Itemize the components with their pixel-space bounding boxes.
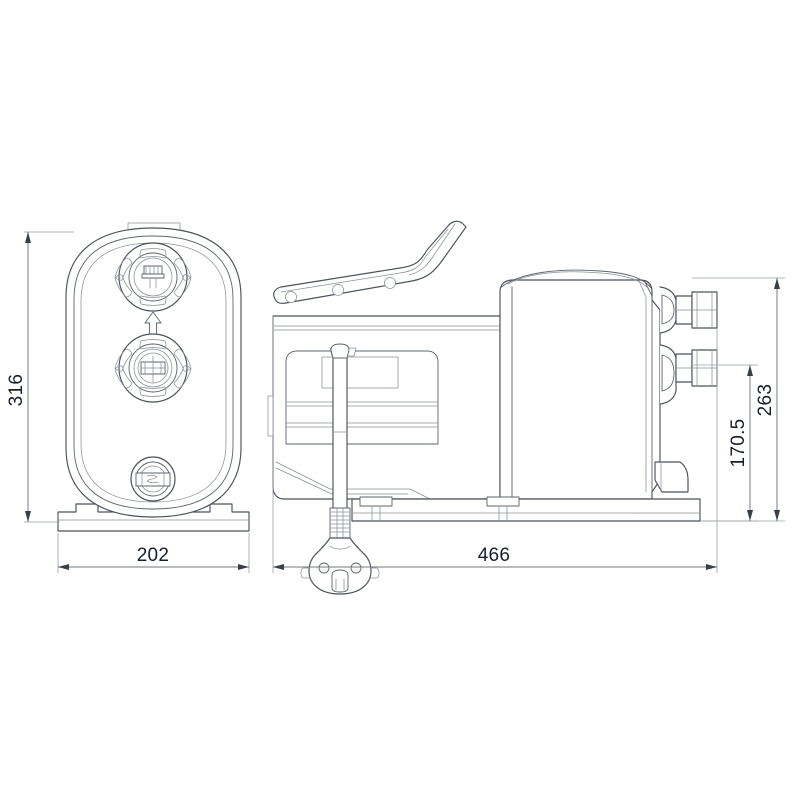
side-base-plate: [351, 496, 701, 522]
side-body-left-tab: [267, 395, 274, 437]
mounting-foot-right-post: [498, 505, 508, 522]
discharge-port: [114, 242, 192, 312]
suction-port-inner-ring: [133, 348, 173, 388]
lower-port-bracket-inner: [661, 354, 675, 392]
dim-466-arrow-left: [273, 564, 284, 570]
front-body-inner-line-2: [80, 242, 227, 503]
drain-port-slot-lines: [141, 472, 165, 487]
front-body-inner-line-1: [73, 235, 234, 510]
suction-port-slots: [114, 339, 192, 397]
side-motor-housing-seam-right: [644, 281, 653, 493]
side-motor-top-cap-2: [507, 271, 649, 289]
suction-port-inner-ring-2: [137, 352, 169, 384]
side-view: [267, 220, 718, 595]
dim-170-5-arrow-bottom: [747, 510, 753, 521]
plug-earth-clip-left: [300, 567, 310, 579]
power-cable-strain-relief: [329, 507, 351, 539]
dim-316-arrow-bottom: [25, 511, 31, 522]
drain-port-screw-detail: [146, 474, 159, 484]
dim-466-arrow-right: [706, 564, 717, 570]
dimension-label-263: 263: [755, 384, 776, 417]
dimension-label-466: 466: [478, 545, 511, 566]
power-cable: [329, 343, 351, 539]
plug-pin-hole-right: [350, 562, 362, 574]
suction-port: [114, 333, 192, 403]
handle-inner-line-2: [408, 223, 456, 276]
mounting-foot-right-pad: [486, 496, 520, 507]
upper-port-bracket-inner: [661, 294, 675, 325]
drain-port: [130, 456, 176, 502]
dim-202-arrow-left: [58, 564, 69, 570]
plug-earth-clip-right: [370, 567, 380, 579]
plug-pin-hole-left: [318, 562, 330, 574]
side-motor-housing-seam-right-2: [638, 280, 647, 493]
discharge-port-slots: [114, 248, 192, 306]
suction-port-center-plug: [140, 355, 166, 383]
dimension-316: 316: [6, 231, 74, 523]
dim-263-arrow-top: [774, 278, 780, 289]
carrying-handle: [273, 220, 467, 304]
mounting-foot-left-post: [371, 505, 381, 522]
discharge-port-center-cap: [141, 265, 165, 289]
handle-inner-line: [280, 228, 449, 293]
drain-port-slot-body: [135, 472, 171, 487]
dimension-263: 263: [692, 277, 785, 522]
plug-collar: [329, 545, 351, 550]
power-cable-body: [332, 355, 348, 517]
front-top-notch: [127, 222, 181, 230]
dim-316-arrow-top: [25, 232, 31, 243]
discharge-port-inner-ring: [133, 257, 173, 297]
control-panel: [285, 347, 439, 445]
power-cable-top-gland: [330, 343, 350, 359]
mounting-foot-left-pad: [359, 496, 393, 507]
dimension-170-5: 170.5: [692, 364, 758, 522]
lower-threaded-port: [659, 344, 718, 405]
handle-outline: [273, 220, 467, 304]
side-body-lower-slope: [275, 461, 431, 500]
dimension-466: 466: [272, 316, 718, 573]
plug-body-outline: [308, 537, 372, 595]
dimension-label-202: 202: [137, 545, 170, 566]
handle-grip-hole-3: [384, 277, 396, 289]
side-motor-top-cap: [499, 269, 653, 290]
front-view: [57, 222, 250, 532]
dim-170-5-arrow-top: [747, 365, 753, 376]
side-motor-housing: [499, 279, 661, 500]
side-body-lower-slope-2: [275, 467, 409, 495]
plug-center-recess: [331, 569, 349, 593]
side-right-foot-bracket: [654, 461, 689, 493]
plug-center-lines: [335, 578, 345, 591]
upper-threaded-port: [659, 286, 718, 334]
dimension-label-170-5: 170.5: [728, 418, 749, 467]
dimension-202: 202: [57, 533, 250, 573]
handle-grip-hole-2: [332, 284, 344, 296]
side-base-plate-outline: [351, 498, 701, 522]
dimension-label-316: 316: [6, 374, 27, 407]
schuko-power-plug: [300, 537, 380, 595]
handle-grip-hole-1: [285, 291, 297, 303]
dim-263-arrow-bottom: [774, 510, 780, 521]
dim-202-arrow-right: [238, 564, 249, 570]
